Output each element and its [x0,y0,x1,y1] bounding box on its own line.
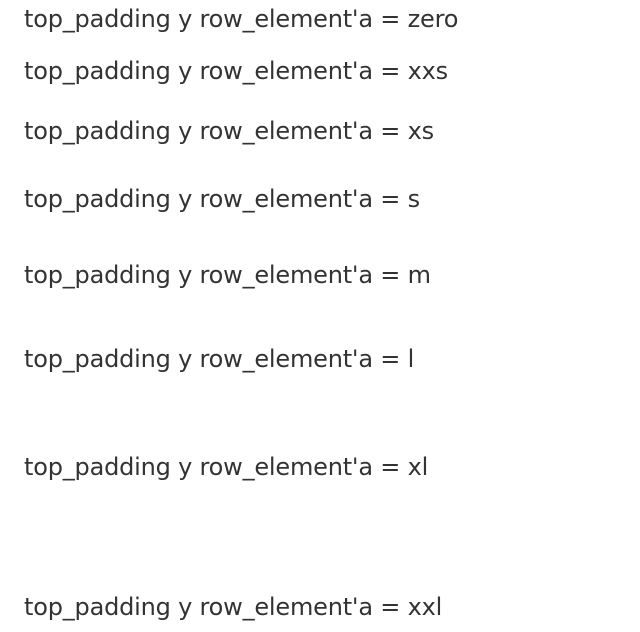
row-element-xs: top_padding y row_element'a = xs [24,117,434,145]
row-element-xxs: top_padding y row_element'a = xxs [24,57,448,85]
row-element-m: top_padding y row_element'a = m [24,261,431,289]
row-element-s: top_padding y row_element'a = s [24,185,420,213]
row-element-xl: top_padding y row_element'a = xl [24,453,429,481]
row-element-zero: top_padding y row_element'a = zero [24,5,459,33]
row-element-xxl: top_padding y row_element'a = xxl [24,593,443,621]
row-element-l: top_padding y row_element'a = l [24,345,415,373]
